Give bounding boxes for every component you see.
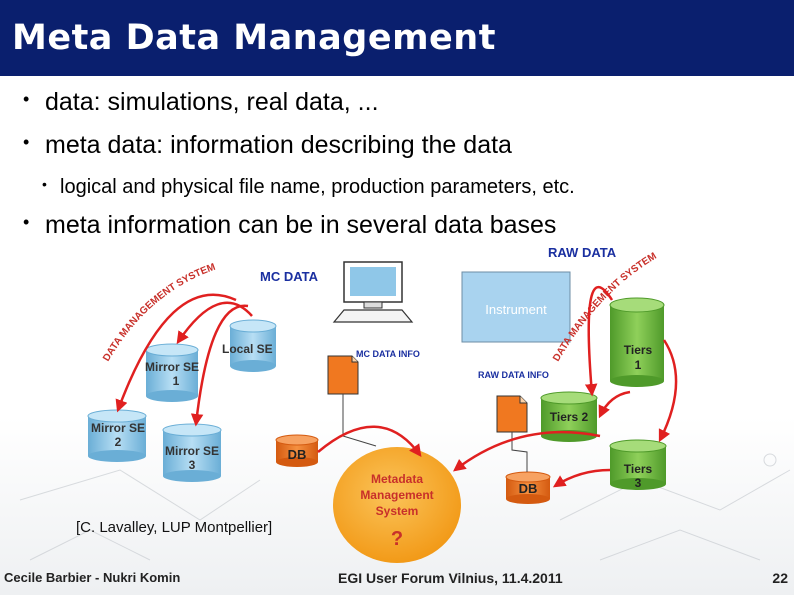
tiers-1-storage: Tiers 1 [609,297,665,387]
bullet-dot-icon: • [42,176,47,192]
sub-bullet-1: • logical and physical file name, produc… [42,176,575,199]
sub-bullet-1-text: logical and physical file name, producti… [60,176,575,198]
title-bar: Meta Data Management [0,0,794,76]
bullet-3: • meta information can be in several dat… [23,211,557,240]
metadata-label-line2: Management [360,488,433,502]
bullet-dot-icon: • [23,212,30,232]
tiers-2-label: Tiers 2 [550,410,589,424]
bullet-1: • data: simulations, real data, ... [23,88,379,117]
local-se-label: Local SE [222,342,273,356]
bullet-2: • meta data: information describing the … [23,131,512,160]
bullet-dot-icon: • [23,132,30,152]
mirror-se-3-label-line1: Mirror SE [165,444,219,458]
tiers-3-label-line1: Tiers [624,462,653,476]
mirror-se-1-storage: Mirror SE 1 [145,343,199,402]
mirror-se-2-label-line1: Mirror SE [91,421,145,435]
mc-data-info-document-icon [327,355,359,395]
instrument-box: Instrument [461,271,571,343]
citation: [C. Lavalley, LUP Montpellier] [76,519,272,536]
mirror-se-1-label-line1: Mirror SE [145,360,199,374]
mc-data-label: MC DATA [260,269,319,284]
tiers-3-storage: Tiers 3 [609,439,667,490]
mirror-se-3-storage: Mirror SE 3 [162,423,222,482]
metadata-question-mark: ? [391,528,403,550]
db-left-label: DB [288,447,307,462]
bullet-2-text: meta data: information describing the da… [45,131,512,159]
computer-terminal-icon [332,261,414,323]
metadata-label-line1: Metadata [371,472,423,486]
db-left-storage: DB [275,434,319,467]
bullet-3-text: meta information can be in several data … [45,211,557,239]
mirror-se-3-label-line2: 3 [189,458,196,472]
tiers-1-label-line2: 1 [635,358,642,372]
db-right-label: DB [519,481,538,496]
mirror-se-1-label-line2: 1 [173,374,180,388]
footer-authors: Cecile Barbier - Nukri Komin [4,570,181,585]
raw-data-label: RAW DATA [548,245,617,260]
background-sketch [19,453,791,561]
data-flow-arrows [115,286,678,488]
instrument-label: Instrument [485,302,547,317]
raw-data-info-document-icon [496,395,528,433]
footer-page-number: 22 [772,570,788,586]
metadata-management-system: Metadata Management System ? [333,447,461,563]
mirror-se-2-label-line2: 2 [115,435,122,449]
metadata-label-line3: System [376,504,419,518]
footer-event: EGI User Forum Vilnius, 11.4.2011 [338,570,563,586]
mc-data-info-label: MC DATA INFO [356,349,420,359]
slide-title: Meta Data Management [12,18,496,58]
raw-data-info-label: RAW DATA INFO [478,370,549,380]
db-right-storage: DB [505,471,551,504]
local-se-storage: Local SE [222,319,277,372]
tiers-1-label-line1: Tiers [624,343,653,357]
tiers-3-label-line2: 3 [635,476,642,490]
bullet-1-text: data: simulations, real data, ... [45,88,379,116]
data-management-diagram: Instrument RAW DATA MC DATA MC DATA INFO… [19,245,791,563]
bullet-dot-icon: • [23,89,30,109]
mirror-se-2-storage: Mirror SE 2 [87,409,147,462]
